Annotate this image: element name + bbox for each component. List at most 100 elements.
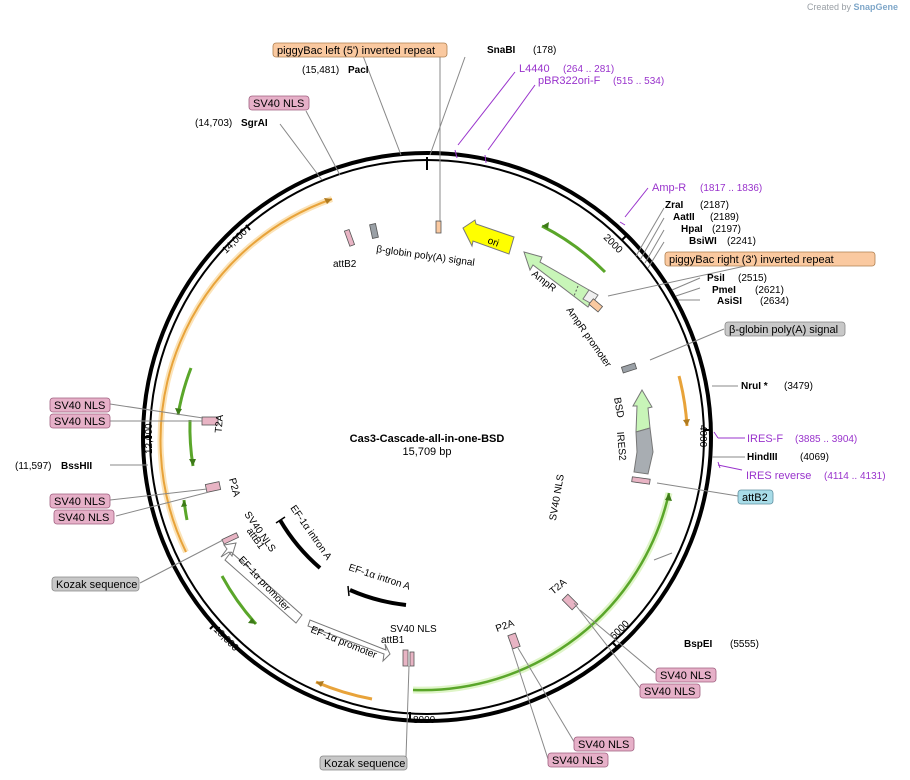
tick-label-4000: 4000 bbox=[697, 425, 708, 448]
site-hpai-coord: (2197) bbox=[712, 224, 741, 235]
green-arrowhead-lower-left bbox=[248, 618, 256, 624]
polya-right-feature bbox=[588, 298, 604, 313]
site-asisi-coord: (2634) bbox=[760, 296, 789, 307]
orange-cds-arc-left-line bbox=[159, 198, 333, 553]
sv40nls-lower-label: SV40 NLS bbox=[390, 624, 437, 635]
ef1a-intron-a-1-label: EF-1α intron A bbox=[288, 503, 334, 562]
green-cds-arc-left-1 bbox=[176, 367, 193, 416]
primer-leaders bbox=[454, 71, 745, 471]
attb2-feature-label: attB2 bbox=[333, 259, 357, 270]
green-cds-arc-topright bbox=[541, 224, 607, 274]
label-sv40nls-bottom-1: SV40 NLS bbox=[578, 739, 629, 751]
label-kozak-left: Kozak sequence bbox=[56, 579, 137, 591]
attb1-inner-feature bbox=[221, 532, 240, 545]
scale-tick-8000: 8000 bbox=[409, 712, 436, 726]
sv40nls-right-label: SV40 NLS bbox=[548, 473, 567, 521]
ef1a-intron-a-arc-1 bbox=[278, 518, 322, 570]
site-snabi-coord: (178) bbox=[533, 45, 556, 56]
attb2-feature-top bbox=[343, 228, 356, 247]
plasmid-size: 15,709 bp bbox=[403, 446, 452, 458]
snapgene-logo: SnapGene bbox=[853, 2, 898, 12]
tick-label-12000: 12,000 bbox=[144, 423, 155, 454]
primer-ires-f-coord: (3885 .. 3904) bbox=[795, 434, 857, 445]
globin-feature-label: β-globin poly(A) signal bbox=[376, 244, 476, 269]
orange-arrowhead-bottom bbox=[316, 681, 324, 687]
site-bsiwi: BsiWI bbox=[689, 236, 717, 247]
site-nrui-coord: (3479) bbox=[784, 381, 813, 392]
site-asisi: AsiSI bbox=[717, 296, 742, 307]
ampr-feature bbox=[523, 251, 597, 308]
primer-l4440-coord: (264 .. 281) bbox=[563, 64, 614, 75]
scale-tick-12000: 12,000 bbox=[144, 423, 155, 454]
scale-tick-4000: 4000 bbox=[697, 425, 711, 448]
primer-amp-r: Amp-R bbox=[652, 182, 686, 194]
green-arrowhead-long bbox=[665, 493, 672, 501]
site-pmei: PmeI bbox=[712, 285, 736, 296]
site-nrui: NruI * bbox=[741, 381, 768, 392]
site-paci: PacI bbox=[348, 65, 369, 76]
tick-label-2000: 2000 bbox=[601, 232, 625, 256]
label-sv40nls-right-2: SV40 NLS bbox=[644, 686, 695, 698]
globin-polya-top-small bbox=[435, 220, 442, 234]
orange-cds-arc-right bbox=[677, 375, 689, 427]
leader-lines bbox=[109, 47, 783, 760]
snapgene-credit: Created by SnapGene bbox=[807, 2, 898, 12]
primer-labels: L4440 (264 .. 281) pBR322ori-F (515 .. 5… bbox=[519, 63, 886, 482]
primer-ires-f: IRES-F bbox=[747, 433, 783, 445]
label-piggybac-left: piggyBac left (5') inverted repeat bbox=[277, 45, 435, 57]
label-sv40nls-left-4: SV40 NLS bbox=[58, 512, 109, 524]
green-arrowhead-left-2 bbox=[189, 459, 196, 466]
primer-amp-r-coord: (1817 .. 1836) bbox=[700, 183, 762, 194]
backbone-outer bbox=[141, 151, 713, 723]
site-psii-coord: (2515) bbox=[738, 273, 767, 284]
label-sv40nls-top: SV40 NLS bbox=[253, 98, 304, 110]
p2a-left-label: P2A bbox=[226, 477, 242, 498]
label-sv40nls-left-3: SV40 NLS bbox=[54, 496, 105, 508]
primer-pbr322ori-f-coord: (515 .. 534) bbox=[613, 76, 664, 87]
site-sgrai: SgrAI bbox=[241, 118, 268, 129]
primer-ires-reverse-coord: (4114 .. 4131) bbox=[824, 471, 886, 482]
site-zrai: ZraI bbox=[665, 200, 684, 211]
ampr-divider bbox=[573, 285, 579, 297]
boxed-labels: piggyBac left (5') inverted repeat SV40 … bbox=[49, 42, 876, 771]
label-piggybac-right: piggyBac right (3') inverted repeat bbox=[669, 254, 834, 266]
scale-tick-2000: 2000 bbox=[601, 232, 629, 256]
ef1a-intron-a-arc-2 bbox=[349, 588, 407, 607]
plasmid-name: Cas3-Cascade-all-in-one-BSD bbox=[350, 433, 505, 445]
ori-feature bbox=[462, 219, 515, 255]
site-bsshii-coord: (11,597) bbox=[15, 461, 52, 472]
orange-cds-arc-left bbox=[157, 196, 333, 554]
t2a-bottom-feature bbox=[561, 593, 579, 611]
attb1-lower-feature bbox=[402, 649, 409, 667]
label-globin-polya: β-globin poly(A) signal bbox=[729, 324, 838, 336]
site-zrai-coord: (2187) bbox=[700, 200, 729, 211]
ef1a-intron-a-2-tick bbox=[347, 585, 350, 597]
site-hindiii: HindIII bbox=[747, 452, 778, 463]
green-arrowhead-topright bbox=[542, 222, 549, 229]
p2a-left-feature bbox=[204, 481, 222, 493]
site-bsiwi-coord: (2241) bbox=[727, 236, 756, 247]
primer-l4440: L4440 bbox=[519, 63, 550, 75]
p2a-bottom-label: P2A bbox=[494, 618, 516, 635]
label-kozak-bottom: Kozak sequence bbox=[324, 758, 405, 770]
site-hpai: HpaI bbox=[681, 224, 703, 235]
site-bsshii: BssHII bbox=[61, 461, 92, 472]
ires2-feature bbox=[633, 427, 654, 475]
orange-arrowhead-right bbox=[683, 419, 690, 426]
site-pmei-coord: (2621) bbox=[755, 285, 784, 296]
sv40nls-lower-feature bbox=[409, 651, 415, 667]
bsd-feature bbox=[632, 388, 653, 433]
site-psii: PsiI bbox=[707, 273, 725, 284]
tick-label-8000: 8000 bbox=[413, 715, 436, 726]
site-hindiii-coord: (4069) bbox=[800, 452, 829, 463]
ori-label: ori bbox=[486, 235, 500, 249]
ef1a-intron-a-1-tick bbox=[275, 516, 286, 524]
ef1a-promoter-1-feature bbox=[220, 542, 303, 624]
green-cds-arc-long-line bbox=[412, 492, 671, 692]
t2a-bottom-label: T2A bbox=[548, 577, 569, 597]
t2a-left-label: T2A bbox=[214, 414, 227, 434]
attb1-lower-label: attB1 bbox=[381, 635, 405, 646]
ampr-promoter-label: AmpR promoter bbox=[564, 305, 614, 370]
orange-cds-arc-bottom bbox=[315, 680, 373, 701]
